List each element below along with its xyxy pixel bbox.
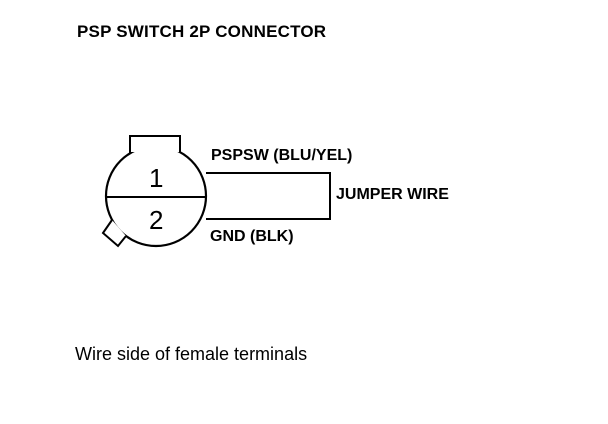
jumper-wire [206,172,331,220]
diagram-caption: Wire side of female terminals [75,344,308,364]
pin-1-wire-label: PSPSW (BLU/YEL) [211,147,353,164]
pin-1-number: 1 [149,163,163,193]
pin-2-wire-label: GND (BLK) [210,228,294,245]
pin-2-number: 2 [149,205,163,235]
jumper-wire-label: JUMPER WIRE [336,186,449,203]
connector-key-notch [101,219,127,248]
diagram-title: PSP SWITCH 2P CONNECTOR [77,22,327,41]
